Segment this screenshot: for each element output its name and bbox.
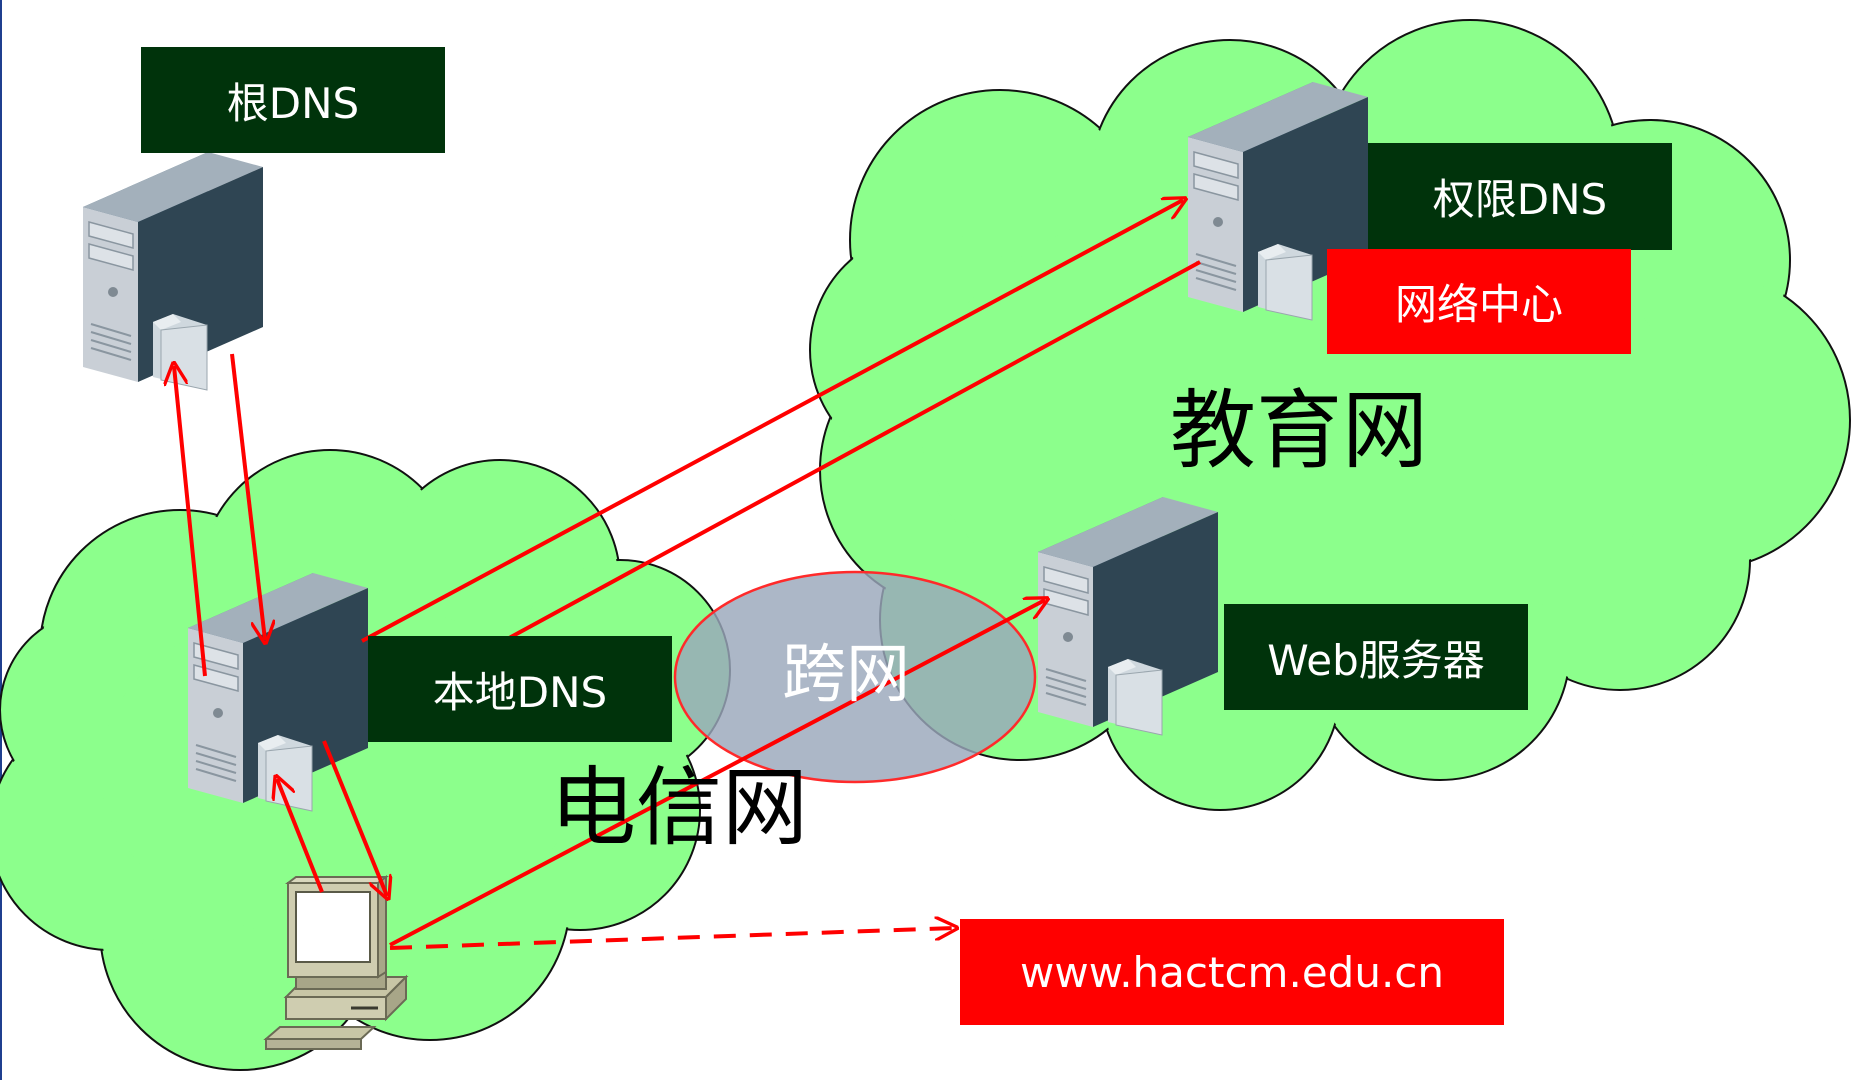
root-dns-label: 根DNS	[141, 47, 445, 153]
local-dns-label: 本地DNS	[368, 636, 672, 742]
arrow-root-to-local	[230, 353, 265, 640]
arrow-client-to-url-dashed	[389, 928, 954, 950]
arrow-client-to-local	[277, 779, 324, 893]
telecom-net-label: 电信网	[550, 758, 808, 858]
root-dns-server-icon	[82, 151, 264, 391]
network-center-label: 网络中心	[1327, 249, 1631, 354]
url-label: www.hactcm.edu.cn	[960, 919, 1504, 1025]
arrow-local-to-root	[174, 366, 207, 677]
arrow-client-to-web	[389, 600, 1045, 947]
arrow-authoritative-to-local	[386, 260, 1201, 705]
web-server-label: Web服务器	[1224, 604, 1528, 710]
arrow-local-to-client	[322, 740, 387, 896]
cross-net-ellipse	[673, 570, 1037, 784]
arrow-local-to-authoritative	[361, 200, 1183, 643]
slide-left-edge	[0, 0, 2, 1080]
cross-net-label: 跨网	[782, 638, 910, 712]
authoritative-dns-label: 权限DNS	[1368, 143, 1672, 250]
education-net-label: 教育网	[1170, 381, 1428, 481]
